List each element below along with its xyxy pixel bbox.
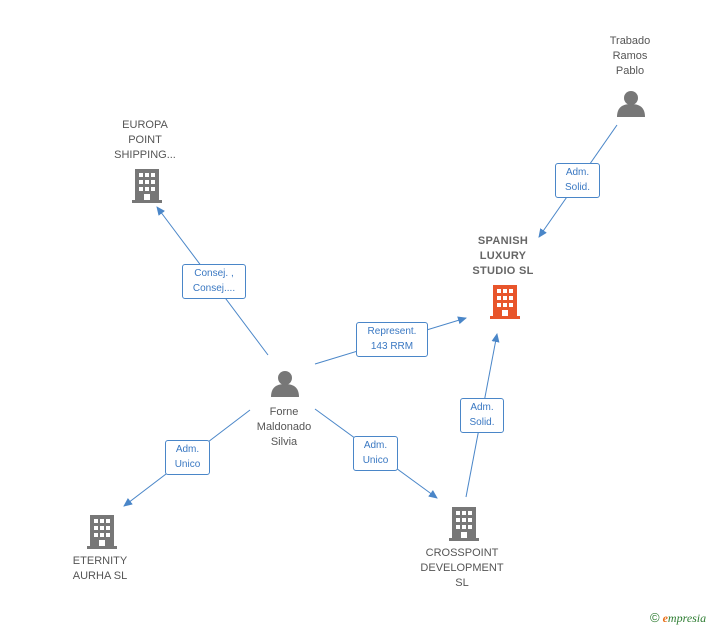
edge-label-forne-eternity: Adm. Unico <box>165 440 210 475</box>
node-label-trabado-ramos-pablo[interactable]: Trabado Ramos Pablo <box>609 35 651 77</box>
building-icon-eternity[interactable] <box>87 515 117 549</box>
copyright-symbol: © <box>650 610 660 625</box>
edge-label-trabado-spanish: Adm. Solid. <box>555 163 600 198</box>
node-label-crosspoint-development[interactable]: CROSSPOINT DEVELOPMENT SL <box>420 547 504 589</box>
edge-label-forne-crosspoint: Adm. Unico <box>353 436 398 471</box>
edge-label-forne-europa: Consej. , Consej.... <box>182 264 246 299</box>
edge-label-forne-spanish: Represent. 143 RRM <box>356 322 428 357</box>
building-icon-europa[interactable] <box>132 169 162 203</box>
person-icon-forne[interactable] <box>271 371 299 397</box>
node-label-europa-point-shipping[interactable]: EUROPA POINT SHIPPING... <box>114 119 176 161</box>
node-label-eternity-aurha[interactable]: ETERNITY AURHA SL <box>72 555 128 582</box>
empresia-logo-text: mpresia <box>667 611 707 625</box>
empresia-logo-initial: e <box>662 611 668 625</box>
person-icon-trabado[interactable] <box>617 91 645 117</box>
building-icon-crosspoint[interactable] <box>449 507 479 541</box>
building-icon-spanish[interactable] <box>490 285 520 319</box>
empresia-copyright: © empresia <box>650 610 706 626</box>
node-label-forne-maldonado-silvia[interactable]: Forne Maldonado Silvia <box>256 406 312 448</box>
node-label-spanish-luxury-studio[interactable]: SPANISH LUXURY STUDIO SL <box>472 235 534 277</box>
edge-label-cross-spanish: Adm. Solid. <box>460 398 504 433</box>
